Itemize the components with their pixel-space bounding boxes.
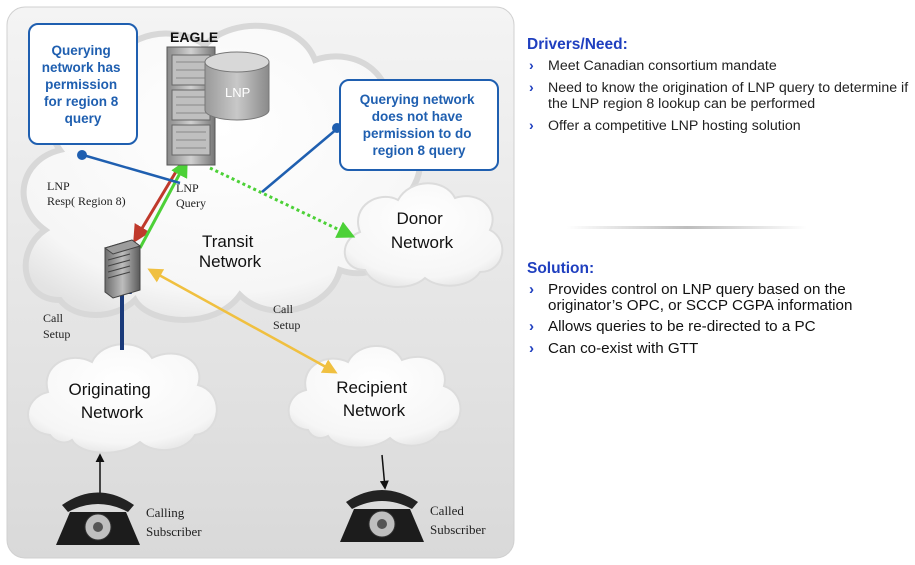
- lnp-query-label: LNP Query: [176, 181, 206, 210]
- list-item: ›Can co-exist with GTT: [529, 339, 699, 357]
- list-item: ›Allows queries to be re-directed to a P…: [529, 318, 816, 335]
- permission-callout-text: Querying network has permission for regi…: [42, 43, 125, 126]
- list-item: ›Need to know the origination of LNP que…: [529, 80, 909, 112]
- solution-list: ›Provides control on LNP query based on …: [527, 282, 912, 356]
- drivers-heading: Drivers/Need:: [527, 36, 628, 53]
- chevron-right-icon: ›: [529, 80, 534, 96]
- calling-subscriber-phone-icon: [56, 492, 140, 545]
- permission-callout-dot: [77, 150, 87, 160]
- call-setup-arrow-right: [147, 268, 338, 374]
- call-setup-label-right: Call Setup: [273, 302, 300, 332]
- called-subscriber-label: Called Subscriber: [430, 503, 486, 537]
- drivers-panel: Drivers/Need: ›Meet Canadian consortium …: [527, 36, 912, 140]
- call-setup-label-left: Call Setup: [43, 311, 70, 341]
- transit-network-label: Transit Network: [199, 232, 262, 271]
- chevron-right-icon: ›: [529, 118, 534, 134]
- originating-network-label: Originating Network: [69, 380, 156, 422]
- lnp-db-label: LNP: [225, 85, 250, 100]
- network-diagram: EAGLE LNP Querying network has permissio…: [6, 6, 515, 559]
- called-subscriber-arrow: [379, 454, 389, 490]
- chevron-right-icon: ›: [529, 281, 535, 298]
- chevron-right-icon: ›: [529, 339, 535, 357]
- lnp-response-label: LNP Resp( Region 8): [47, 179, 126, 208]
- called-subscriber-phone-icon: [340, 490, 424, 542]
- section-divider: [567, 226, 807, 229]
- permission-callout-box: [28, 23, 138, 145]
- list-item: ›Meet Canadian consortium mandate: [529, 58, 777, 74]
- calling-subscriber-label: Calling Subscriber: [146, 505, 202, 539]
- no-permission-callout-connector: [261, 127, 339, 193]
- no-permission-callout-text: Querying network does not have permissio…: [360, 92, 479, 158]
- solution-panel: Solution: ›Provides control on LNP query…: [527, 260, 912, 362]
- chevron-right-icon: ›: [529, 318, 535, 335]
- no-permission-callout-box: [339, 79, 499, 171]
- eagle-label: EAGLE: [170, 29, 218, 45]
- lnp-database-icon: [204, 51, 270, 121]
- chevron-right-icon: ›: [529, 58, 534, 74]
- signaling-server-icon: [103, 239, 142, 299]
- donor-network-cloud: [343, 182, 504, 289]
- lnp-query-arrow: [138, 158, 188, 249]
- drivers-list: ›Meet Canadian consortium mandate ›Need …: [527, 58, 912, 134]
- donor-query-dotted-arrow: [209, 166, 356, 238]
- list-item: ›Offer a competitive LNP hosting solutio…: [529, 118, 801, 134]
- list-item: ›Provides control on LNP query based on …: [529, 281, 853, 314]
- solution-heading: Solution:: [527, 260, 595, 277]
- donor-network-label: Donor Network: [391, 209, 454, 252]
- recipient-network-label: Recipient Network: [336, 378, 412, 420]
- permission-callout-connector: [82, 153, 181, 185]
